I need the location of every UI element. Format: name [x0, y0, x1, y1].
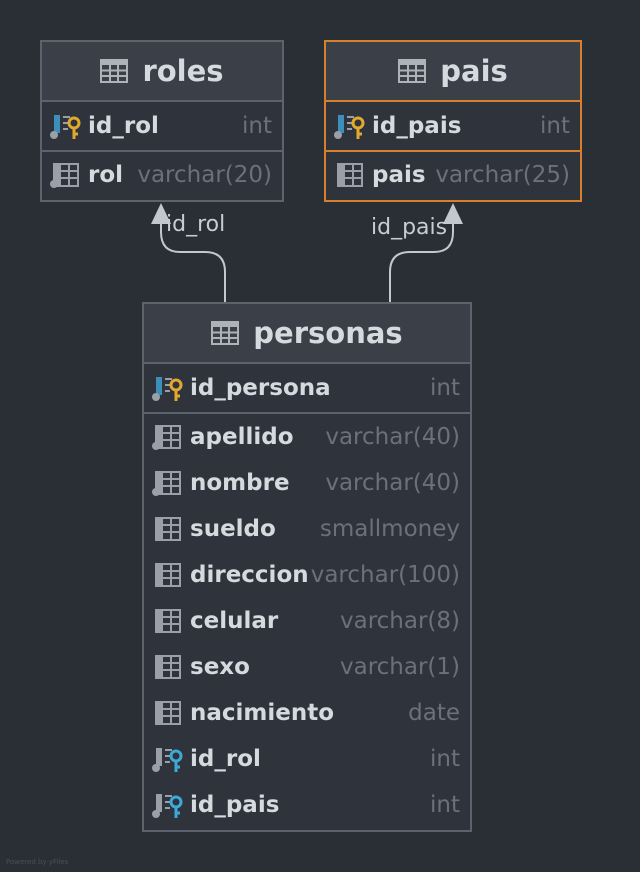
entity-header-pais[interactable]: pais [326, 42, 580, 102]
column-row[interactable]: celular varchar(8) [144, 598, 470, 644]
column-row[interactable]: id_pais int [326, 102, 580, 152]
column-name: apellido [190, 424, 294, 450]
column-name: id_rol [88, 113, 159, 139]
column-name: celular [190, 608, 279, 634]
foreign-key-icon [152, 794, 183, 818]
column-row[interactable]: id_rol int [42, 102, 282, 152]
relationship-line-roles [160, 224, 226, 302]
entity-header-roles[interactable]: roles [42, 42, 282, 102]
column-row[interactable]: apellido varchar(40) [144, 414, 470, 460]
entity-header-personas[interactable]: personas [144, 304, 470, 364]
column-name: id_persona [190, 375, 331, 401]
watermark: Powered by yFiles [6, 858, 69, 866]
column-type: varchar(40) [325, 424, 460, 450]
column-name: sueldo [190, 516, 276, 542]
column-type: varchar(25) [435, 162, 570, 188]
relationship-label-roles: id_rol [166, 212, 226, 237]
column-icon [155, 655, 181, 679]
column-row[interactable]: direccion varchar(100) [144, 552, 470, 598]
column-type: int [430, 746, 460, 772]
column-row[interactable]: id_rol int [144, 736, 470, 782]
column-icon [337, 163, 363, 187]
entity-title: personas [253, 316, 403, 350]
column-type: date [408, 700, 460, 726]
column-type: int [242, 113, 272, 139]
column-icon [152, 471, 181, 496]
column-row[interactable]: id_pais int [144, 782, 470, 828]
column-row[interactable]: sueldo smallmoney [144, 506, 470, 552]
column-type: smallmoney [319, 516, 460, 542]
primary-key-icon [152, 377, 183, 401]
column-type: varchar(40) [325, 470, 460, 496]
column-icon [155, 517, 181, 541]
column-name: sexo [190, 654, 250, 680]
column-name: pais [372, 162, 426, 188]
entity-personas[interactable]: personas id_persona int apellido varchar… [142, 302, 472, 832]
column-type: int [430, 375, 460, 401]
column-icon [152, 425, 181, 450]
entity-roles[interactable]: roles id_rol int rol varchar(20) [40, 40, 284, 202]
table-icon [211, 321, 240, 345]
column-row[interactable]: sexo varchar(1) [144, 644, 470, 690]
column-name: nombre [190, 470, 290, 496]
column-name: rol [88, 162, 124, 188]
primary-key-icon [334, 115, 365, 139]
column-icon [155, 563, 181, 587]
foreign-key-icon [152, 748, 183, 772]
column-name: nacimiento [190, 700, 335, 726]
column-type: int [430, 792, 460, 818]
column-row[interactable]: pais varchar(25) [326, 152, 580, 198]
relationship-line-pais [389, 224, 454, 302]
column-row[interactable]: rol varchar(20) [42, 152, 282, 198]
entity-pais[interactable]: pais id_pais int pais varchar(25) [324, 40, 582, 202]
column-icon [155, 609, 181, 633]
column-icon [50, 163, 79, 188]
arrowhead-pais [443, 203, 463, 224]
arrowhead-roles [151, 203, 171, 224]
column-name: id_pais [190, 792, 280, 818]
column-row[interactable]: nacimiento date [144, 690, 470, 736]
column-name: direccion [190, 562, 309, 588]
column-type: varchar(1) [339, 654, 460, 680]
column-type: int [540, 113, 570, 139]
column-row[interactable]: id_persona int [144, 364, 470, 414]
table-icon [398, 59, 427, 83]
column-name: id_rol [190, 746, 261, 772]
column-type: varchar(20) [137, 162, 272, 188]
column-type: varchar(100) [310, 562, 460, 588]
column-row[interactable]: nombre varchar(40) [144, 460, 470, 506]
column-icon [155, 701, 181, 725]
primary-key-icon [50, 115, 81, 139]
column-type: varchar(8) [339, 608, 460, 634]
column-name: id_pais [372, 113, 462, 139]
entity-title: roles [142, 54, 224, 88]
relationship-label-pais: id_pais [371, 215, 448, 240]
table-icon [100, 59, 129, 83]
entity-title: pais [440, 54, 508, 88]
